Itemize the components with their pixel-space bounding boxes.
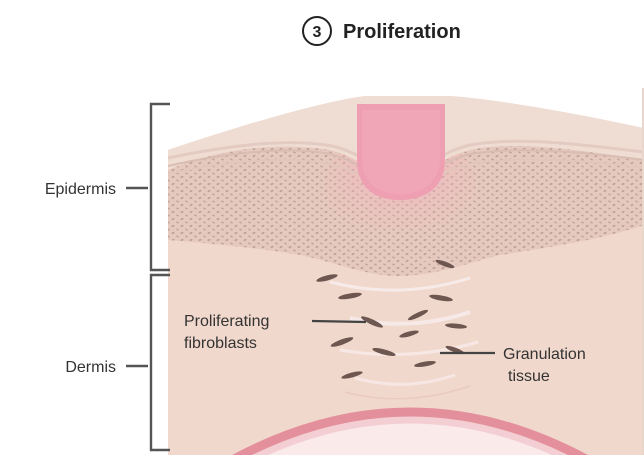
step-number: 3: [313, 24, 322, 41]
fibroblasts-pointer: [312, 321, 366, 322]
fibroblasts-label-line2: fibroblasts: [184, 335, 257, 352]
granulation-label-line2: tissue: [508, 368, 550, 385]
fibroblasts-label-line1: Proliferating: [184, 313, 269, 330]
skin-section: [168, 88, 644, 455]
stage-title-text: Proliferation: [343, 21, 461, 43]
stage-title: 3 Proliferation: [303, 17, 461, 45]
dermis-label: Dermis: [65, 359, 116, 376]
epidermis-label: Epidermis: [45, 181, 116, 198]
epidermis-bracket: [126, 104, 170, 270]
granulation-label-line1: Granulation: [503, 346, 586, 363]
dermis-bracket: [126, 275, 170, 450]
